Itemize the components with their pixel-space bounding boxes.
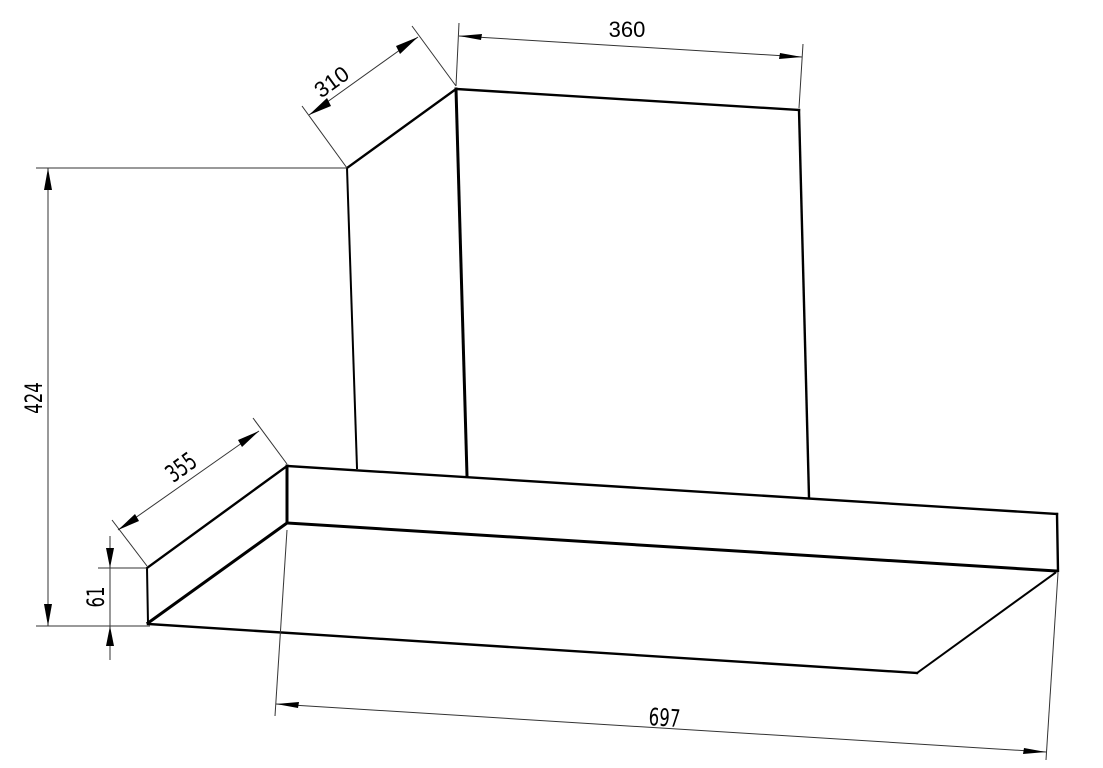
dimension-canopy-height: 61	[82, 536, 148, 660]
chimney	[345, 87, 811, 499]
dimension-label-697: 697	[648, 703, 681, 733]
canopy	[145, 464, 1060, 675]
dimension-chimney-width: 360	[455, 17, 804, 109]
dimension-canopy-depth: 355	[111, 417, 288, 567]
dimension-total-height: 424	[20, 167, 347, 627]
dimension-label-360: 360	[609, 17, 646, 42]
dimension-chimney-depth: 310	[301, 25, 457, 169]
dimension-label-424: 424	[20, 382, 48, 413]
dimension-label-355: 355	[160, 447, 202, 488]
dimension-label-310: 310	[309, 61, 353, 103]
dimension-canopy-width: 697	[274, 529, 1059, 761]
dimension-label-61: 61	[82, 587, 110, 608]
